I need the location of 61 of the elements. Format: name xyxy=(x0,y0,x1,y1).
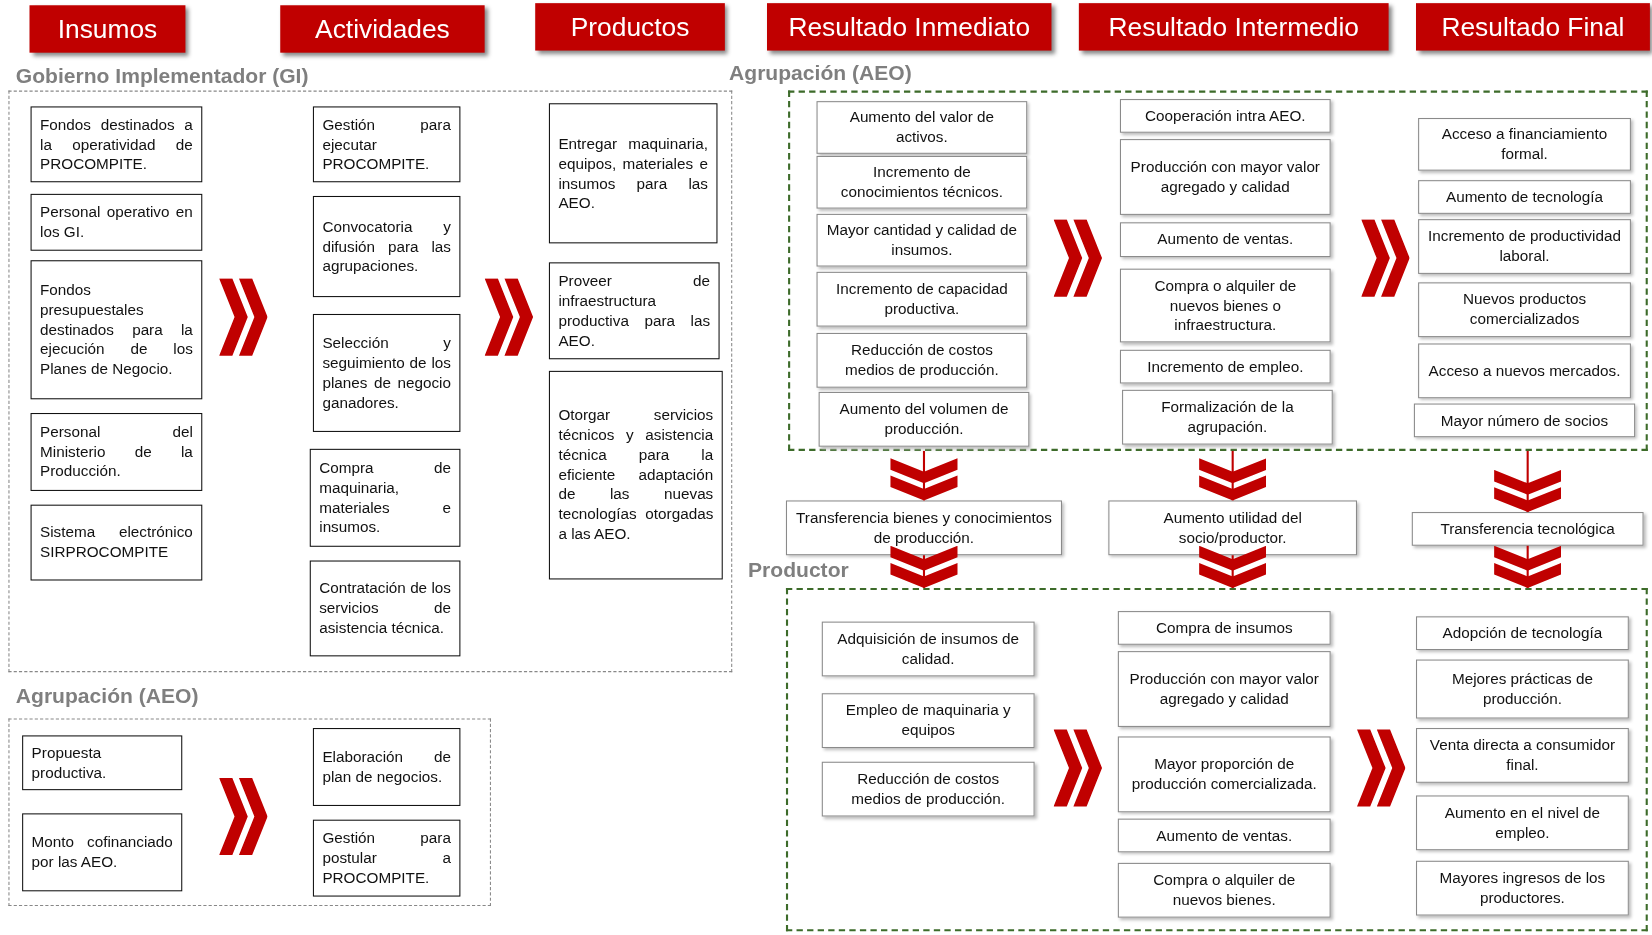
text-box: Compra de insumos xyxy=(1117,611,1331,645)
text-box: Transferencia bienes y conocimientos de producción. xyxy=(785,500,1062,556)
group-title: Agrupación (AEO) xyxy=(15,683,199,708)
text-box: Monto cofinanciado por las AEO. xyxy=(22,813,183,892)
text-box: Incremento de empleo. xyxy=(1119,349,1331,384)
text-box: Proveer de infraestructura productiva para las AEO. xyxy=(548,262,720,360)
text-box: Mayores ingresos de los productores. xyxy=(1416,860,1629,916)
text-box: Reducción de costos medios de producción. xyxy=(821,761,1035,817)
text-box: Cooperación intra AEO. xyxy=(1119,99,1331,133)
text-box: Producción con mayor valor agregado y calidad xyxy=(1119,139,1331,215)
text-box: Aumento de ventas. xyxy=(1119,222,1331,258)
text-box: Personal operativo en los GI. xyxy=(30,193,203,251)
text-box: Compra o alquiler de nuevos bienes. xyxy=(1117,862,1331,918)
group-title: Productor xyxy=(748,558,849,583)
text-box: Aumento utilidad del socio/productor. xyxy=(1108,500,1357,556)
text-box: Otorgar servicios técnicos y asistencia técnica para la eficiente adaptación de las nuevas tecnologías otorgadas a las AEO. xyxy=(548,370,723,580)
text-box: Sistema electrónico SIRPROCOMPITE xyxy=(30,504,203,581)
text-box: Aumento de ventas. xyxy=(1117,818,1331,853)
text-box: Venta directa a consumidor final. xyxy=(1416,728,1629,783)
text-box: Incremento de productividad laboral. xyxy=(1418,219,1631,274)
text-box: Adquisición de insumos de calidad. xyxy=(821,621,1035,677)
group-title: Agrupación (AEO) xyxy=(729,61,912,86)
text-box: Elaboración de plan de negocios. xyxy=(312,728,461,806)
column-header: Productos xyxy=(535,3,725,51)
text-box: Convocatoria y difusión para las agrupaciones. xyxy=(312,195,461,298)
text-box: Reducción de costos medios de producción. xyxy=(816,332,1028,388)
text-box: Acceso a financiamiento formal. xyxy=(1418,118,1631,171)
text-box: Incremento de conocimientos técnicos. xyxy=(816,155,1028,209)
text-box: Selección y seguimiento de los planes de negocio ganadores. xyxy=(312,313,461,432)
text-box: Personal del Ministerio de la Producción. xyxy=(30,413,203,491)
text-box: Formalización de la agrupación. xyxy=(1122,389,1333,445)
text-box: Aumento del volumen de producción. xyxy=(818,391,1030,447)
text-box: Empleo de maquinaria y equipos xyxy=(821,693,1035,749)
column-header: Insumos xyxy=(29,5,186,53)
text-box: Adopción de tecnología xyxy=(1416,616,1629,651)
text-box: Fondos presupuestales destinados para la ejecución de los Planes de Negocio. xyxy=(30,260,203,400)
text-box: Producción con mayor valor agregado y calidad xyxy=(1117,651,1331,727)
column-header: Resultado Intermedio xyxy=(1078,3,1389,51)
text-box: Aumento de tecnología xyxy=(1418,180,1631,214)
text-box: Contratación de los servicios de asistencia técnica. xyxy=(309,560,461,657)
text-box: Aumento del valor de activos. xyxy=(816,101,1028,154)
text-box: Aumento en el nivel de empleo. xyxy=(1416,795,1629,851)
text-box: Acceso a nuevos mercados. xyxy=(1418,343,1631,399)
text-box: Entregar maquinaria, equipos, materiales e insumos para las AEO. xyxy=(548,103,718,244)
group-title: Gobierno Implementador (GI) xyxy=(15,64,309,89)
text-box: Nuevos productos comercializados xyxy=(1418,282,1631,338)
text-box: Compra de maquinaria, materiales e insumos. xyxy=(309,448,461,547)
column-header: Resultado Final xyxy=(1416,3,1650,51)
text-box: Propuesta productiva. xyxy=(22,735,183,791)
text-box: Gestión para ejecutar PROCOMPITE. xyxy=(312,106,461,183)
text-box: Gestión para postular a PROCOMPITE. xyxy=(312,819,461,897)
text-box: Compra o alquiler de nuevos bienes o infraestructura. xyxy=(1119,268,1331,343)
text-box: Mejores prácticas de producción. xyxy=(1416,659,1629,719)
text-box: Transferencia tecnológica xyxy=(1411,512,1644,546)
text-box: Incremento de capacidad productiva. xyxy=(816,271,1028,327)
column-header: Actividades xyxy=(280,5,485,53)
text-box: Mayor número de socios xyxy=(1413,403,1636,438)
text-box: Fondos destinados a la operatividad de PROCOMPITE. xyxy=(30,106,203,183)
text-box: Mayor cantidad y calidad de insumos. xyxy=(816,213,1028,267)
text-box: Mayor proporción de producción comercializada. xyxy=(1117,736,1331,813)
column-header: Resultado Inmediato xyxy=(767,3,1052,51)
